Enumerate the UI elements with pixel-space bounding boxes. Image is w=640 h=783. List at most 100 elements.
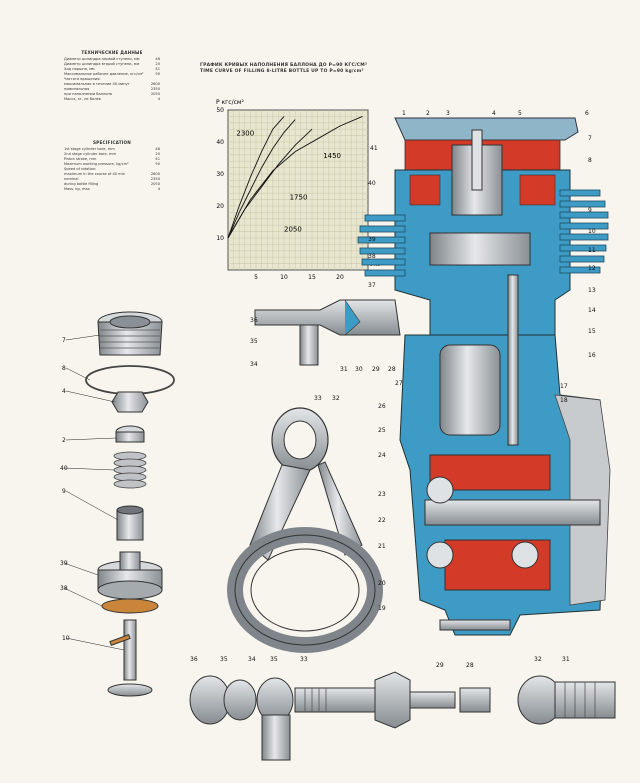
bearing-right xyxy=(426,541,454,569)
callout-number: 29 xyxy=(372,366,380,373)
callout-number: 34 xyxy=(248,656,256,663)
callout-number: 19 xyxy=(378,605,386,612)
spec-ru-label: Масса, кг, не более xyxy=(64,97,101,101)
bearing-right-2 xyxy=(511,541,539,569)
spec-en-label: maximum in the course of 40 min xyxy=(64,172,125,176)
callout-number: 9 xyxy=(588,207,592,214)
spec-ru-value: 2350 xyxy=(150,87,160,91)
callout-number: 12 xyxy=(588,265,596,272)
exploded-valve-parts xyxy=(85,311,175,697)
chart-series-line xyxy=(227,116,285,239)
spec-ru-label: номинальная xyxy=(64,87,90,91)
spec-en-label: Speed of rotation: xyxy=(64,167,97,171)
callout-number: 18 xyxy=(560,397,568,404)
spec-en-label: Mass, kg, max xyxy=(64,187,90,191)
chart-series-label: 2050 xyxy=(284,226,302,234)
callout-number: 13 xyxy=(588,287,596,294)
spec-english-title: SPECIFICATION xyxy=(92,140,132,145)
chart-ytick-label: 30 xyxy=(216,171,224,178)
callout-number: 9 xyxy=(62,488,66,495)
callout-number: 29 xyxy=(436,662,444,669)
spec-en-value: 2600 xyxy=(150,172,160,176)
callout-number: 39 xyxy=(368,236,376,243)
callout-number: 35 xyxy=(250,338,258,345)
compressor-cross-section xyxy=(357,117,611,636)
chart-series-label: 1450 xyxy=(323,152,341,160)
chart-title-en: TIME CURVE OF FILLING 8-LITRE BOTTLE UP … xyxy=(200,69,364,74)
callout-number: 35 xyxy=(270,656,278,663)
spec-ru-row: Частота вращения: xyxy=(64,77,160,82)
callout-number: 4 xyxy=(62,388,66,395)
callout-number: 17 xyxy=(560,383,568,390)
drain-bolt xyxy=(439,619,511,631)
callout-number: 8 xyxy=(588,157,592,164)
spec-russian: ТЕХНИЧЕСКИЕ ДАННЫЕ Диаметр цилиндра перв… xyxy=(64,50,160,102)
spec-ru-row: номинальная 2350 xyxy=(64,87,160,92)
callout-number: 35 xyxy=(220,656,228,663)
chart-series-line xyxy=(227,119,296,239)
spec-en-row: maximum in the course of 40 min 2600 xyxy=(64,172,160,177)
callout-number: 5 xyxy=(518,110,522,117)
valve-stem xyxy=(471,129,483,191)
callout-number: 11 xyxy=(588,247,596,254)
spec-ru-value: 20 xyxy=(155,62,160,66)
connecting-rod-section xyxy=(439,344,501,436)
callout-number: 32 xyxy=(332,395,340,402)
spec-ru-label: максимальная в течение 40 минут xyxy=(64,82,130,86)
callout-number: 36 xyxy=(250,317,258,324)
spec-en-label: during bottle filling xyxy=(64,182,99,186)
chart-ytick-label: 20 xyxy=(216,203,224,210)
spec-en-label: nominal xyxy=(64,177,79,181)
spec-ru-label: Ход поршня, мм xyxy=(64,67,95,71)
spec-en-label: Maximum working pressure, kg/cm² xyxy=(64,162,129,166)
spec-ru-value: 2600 xyxy=(150,82,160,86)
chart-series-line xyxy=(227,128,313,239)
callout-number: 22 xyxy=(378,517,386,524)
leader-line xyxy=(65,390,116,403)
chart-title-ru: ГРАФИК КРИВЫХ НАПОЛНЕНИЯ БАЛЛОНА ДО P=90… xyxy=(200,63,368,68)
leader-line xyxy=(63,587,103,607)
callout-number: 15 xyxy=(588,328,596,335)
callout-number: 10 xyxy=(62,635,70,642)
callout-number: 1 xyxy=(402,110,406,117)
chart-xtick-label: 15 xyxy=(308,274,316,281)
spec-ru-value: 4 xyxy=(157,97,160,101)
piston xyxy=(429,232,531,266)
callout-number: 40 xyxy=(60,465,68,472)
cylinder-head xyxy=(394,117,579,141)
valve-spring xyxy=(113,451,147,489)
chart-series-label: 1750 xyxy=(290,194,308,202)
spec-english: SPECIFICATION 1st stage cylinder bore, m… xyxy=(64,140,160,192)
exploded-fitting-parts xyxy=(189,671,616,761)
callout-number: 23 xyxy=(378,491,386,498)
chart-xtick-label: 20 xyxy=(336,274,344,281)
leader-line xyxy=(63,467,115,471)
chart-xtick-label: 10 xyxy=(280,274,288,281)
spec-ru-label: Диаметр цилиндра второй ступени, мм xyxy=(64,62,140,66)
callout-number: 16 xyxy=(588,352,596,359)
callout-number: 3 xyxy=(446,110,450,117)
spec-en-label: 1st stage cylinder bore, mm xyxy=(64,147,115,151)
leader-line xyxy=(65,437,117,441)
callout-number: 2 xyxy=(426,110,430,117)
chart-ytick-label: 40 xyxy=(216,139,224,146)
callout-number: 6 xyxy=(585,110,589,117)
spec-ru-label: при наполнении баллона xyxy=(64,92,112,96)
spec-en-label: Piston stroke, mm xyxy=(64,157,97,161)
spec-ru-label: Частота вращения: xyxy=(64,77,101,81)
leader-line xyxy=(65,334,101,341)
callout-number: 21 xyxy=(378,543,386,550)
valve-pocket-right xyxy=(519,174,556,206)
callout-number: 26 xyxy=(378,403,386,410)
